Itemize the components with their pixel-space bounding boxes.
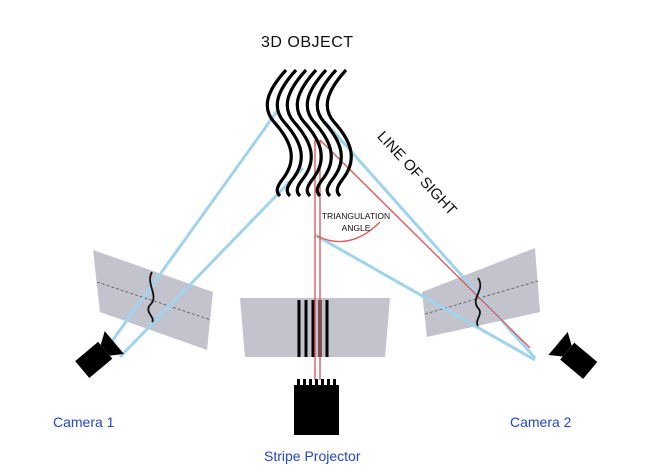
projector-label: Stripe Projector [264,448,361,464]
camera1-plane-axis [96,281,212,321]
object-title: 3D OBJECT [261,34,354,51]
object-stripes [265,68,353,198]
projected-stripes [297,300,329,357]
camera1-icon [75,331,125,378]
sight-lines [98,109,537,362]
object-stripe [275,68,303,198]
triangulation-line2: ANGLE [341,223,371,233]
camera2-image-plane [422,248,540,337]
projector-icon [294,379,339,435]
object-stripe [305,68,333,198]
object-stripe [325,68,353,198]
projector-rays [314,139,531,380]
object-stripe [315,68,343,198]
object-stripe [265,68,293,198]
triangulation-angle-arc [316,221,381,243]
triangulation-line1: TRIANGULATION [321,211,391,221]
camera1-captured-curve [147,271,155,323]
camera2-captured-curve [474,277,482,327]
triangulation-angle-label: TRIANGULATION ANGLE [310,210,402,234]
camera2-icon [548,331,598,379]
camera2-label: Camera 2 [510,414,572,430]
camera1-label: Camera 1 [53,414,115,430]
object-stripe [295,68,323,198]
object-stripe [285,68,313,198]
